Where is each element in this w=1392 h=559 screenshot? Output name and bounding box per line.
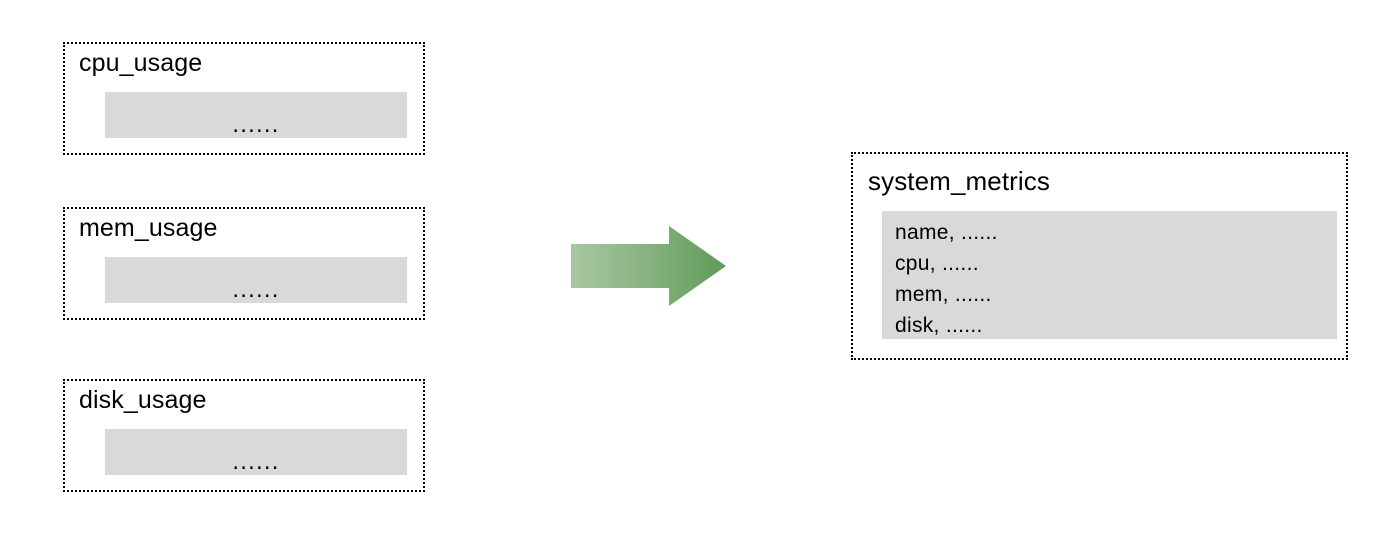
source-card-title: cpu_usage xyxy=(79,49,203,77)
source-card-body-box: ...... xyxy=(105,92,407,138)
target-field-row-disk: disk, ...... xyxy=(895,314,983,337)
source-card-title: mem_usage xyxy=(79,214,218,242)
arrow-shape xyxy=(571,226,726,306)
arrow-right-icon xyxy=(571,226,726,306)
source-card-mem-usage[interactable]: mem_usage ...... xyxy=(63,207,425,320)
ellipsis-placeholder: ...... xyxy=(232,276,280,303)
target-card-title: system_metrics xyxy=(868,166,1050,196)
source-card-disk-usage[interactable]: disk_usage ...... xyxy=(63,379,425,492)
source-card-body-box: ...... xyxy=(105,257,407,303)
source-card-body-box: ...... xyxy=(105,429,407,475)
target-field-row-mem: mem, ...... xyxy=(895,283,992,306)
ellipsis-placeholder: ...... xyxy=(232,448,280,475)
target-card-field-box: name, ...... cpu, ...... mem, ...... dis… xyxy=(882,211,1337,339)
source-card-title: disk_usage xyxy=(79,386,207,414)
ellipsis-placeholder: ...... xyxy=(232,111,280,138)
target-field-row-name: name, ...... xyxy=(895,221,998,244)
merge-arrow-icon xyxy=(571,226,726,306)
target-field-row-cpu: cpu, ...... xyxy=(895,252,979,275)
source-card-cpu-usage[interactable]: cpu_usage ...... xyxy=(63,42,425,155)
target-card-system-metrics[interactable]: system_metrics name, ...... cpu, ...... … xyxy=(851,152,1348,360)
